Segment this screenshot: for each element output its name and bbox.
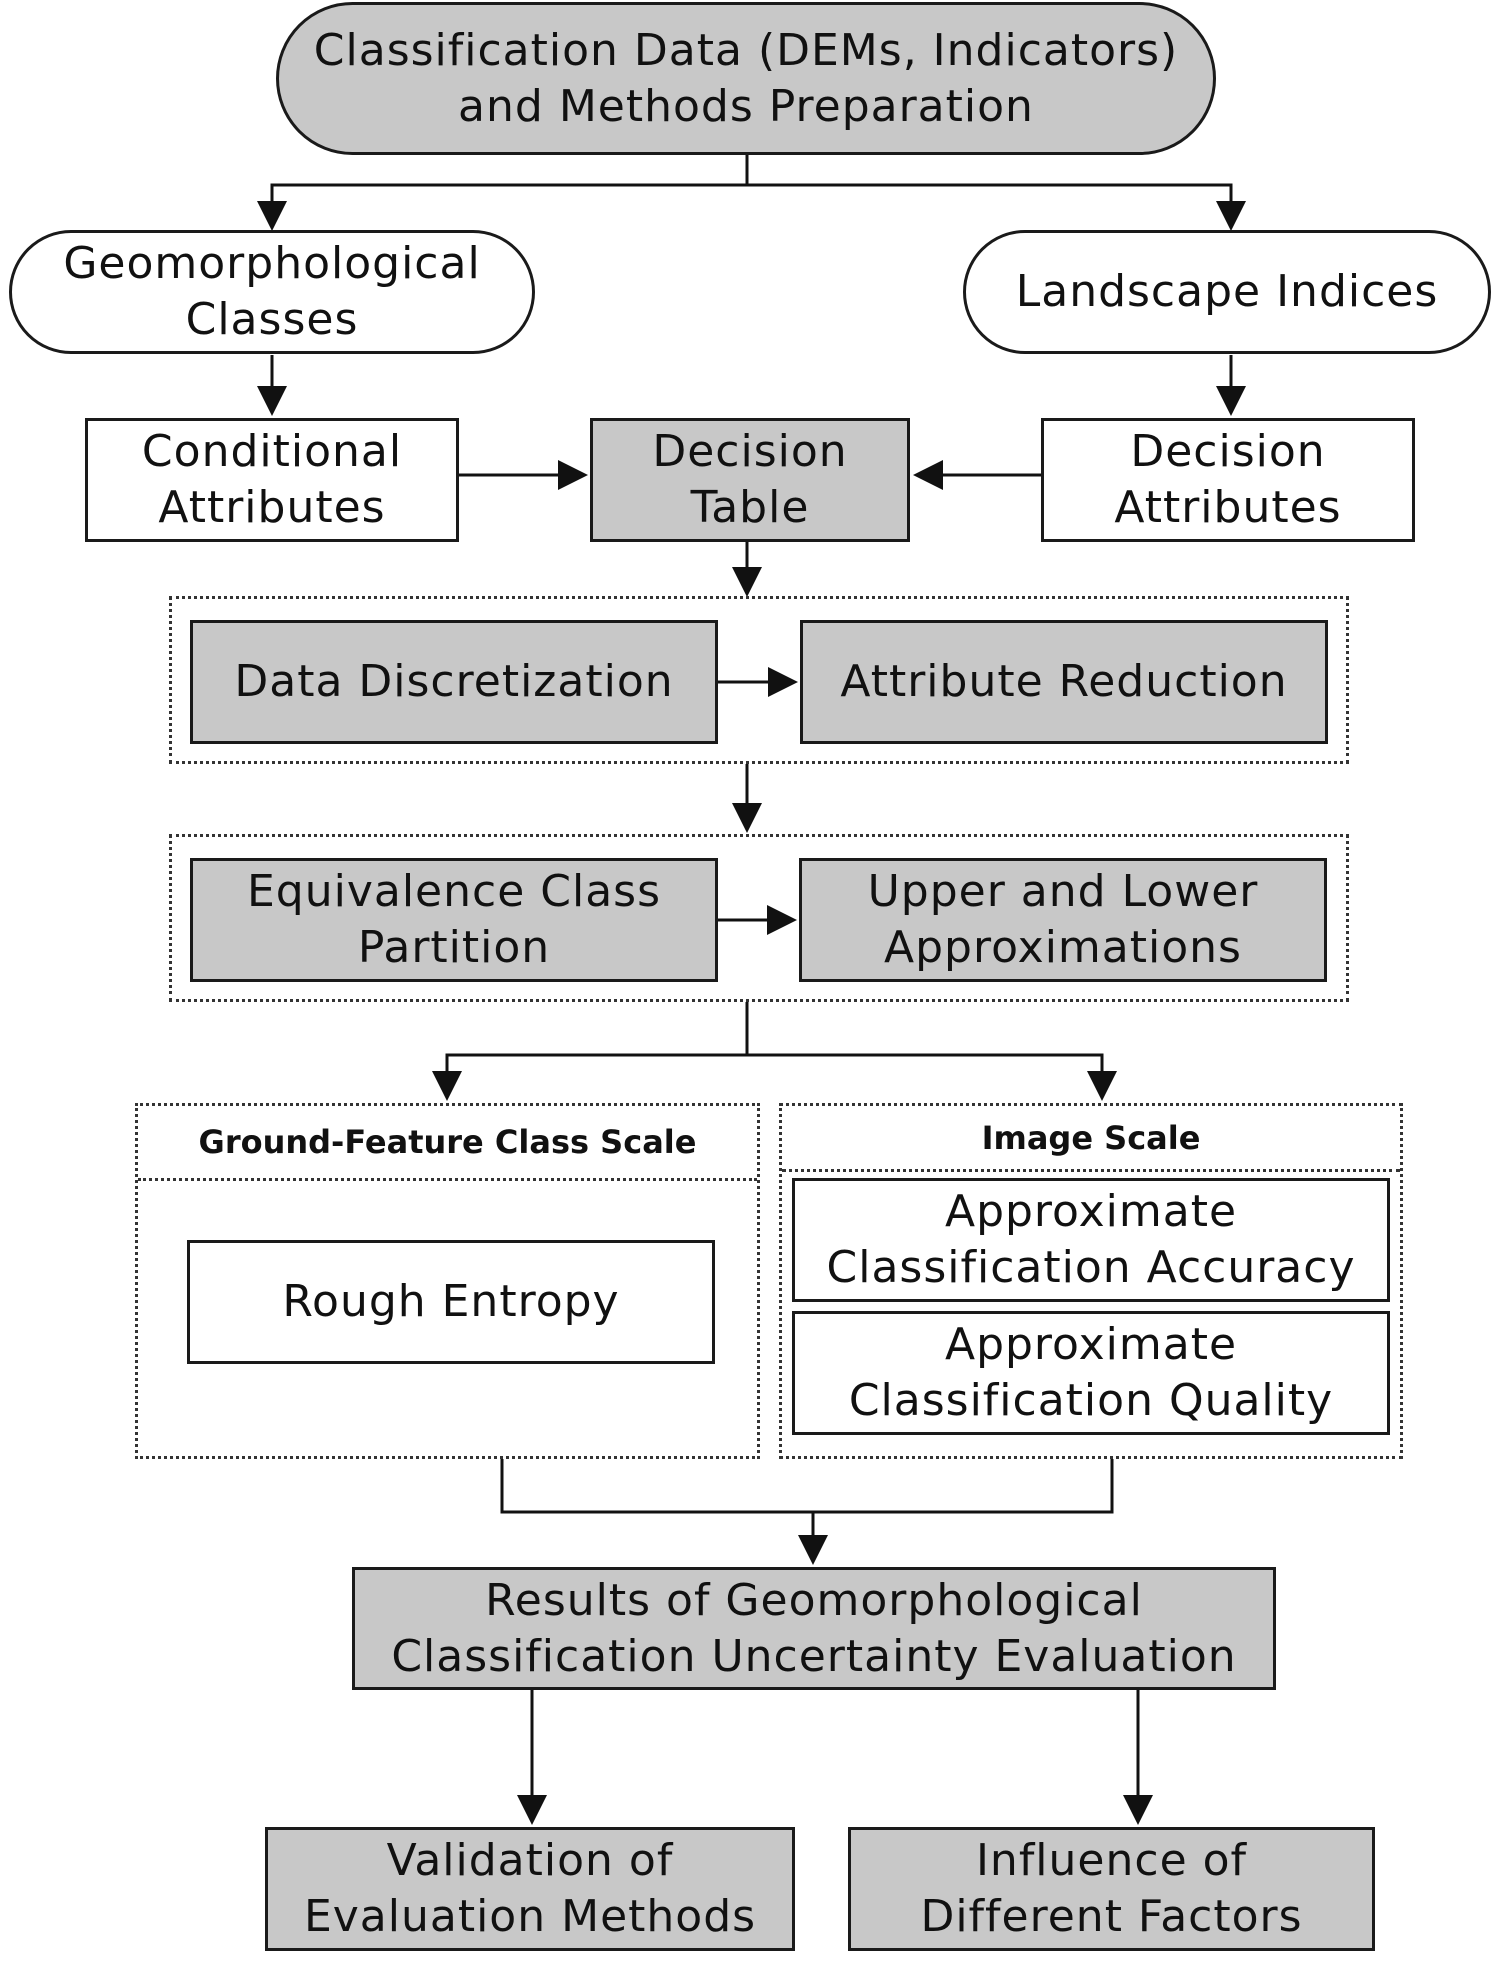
node-text-line: Equivalence Class xyxy=(246,866,662,917)
node-text-line: Classification Accuracy xyxy=(826,1242,1356,1293)
node-text-line: Landscape Indices xyxy=(1015,266,1439,317)
node-text-line: Classification Quality xyxy=(848,1375,1334,1426)
node-text-line: Approximate xyxy=(944,1319,1238,1370)
group-image-scale: Image Scale xyxy=(779,1103,1403,1459)
node-decision-attributes: Decision Attributes xyxy=(1041,418,1415,542)
node-text-line: Attribute Reduction xyxy=(840,656,1288,707)
node-results-evaluation: Results of Geomorphological Classificati… xyxy=(352,1567,1276,1690)
node-equivalence-class-partition: Equivalence Class Partition xyxy=(190,858,718,982)
node-text-line: and Methods Preparation xyxy=(458,80,1034,132)
node-text-line: Validation of xyxy=(386,1835,674,1886)
node-text-line: Influence of xyxy=(975,1835,1248,1886)
node-text-line: Classification Data (DEMs, Indicators) xyxy=(313,24,1179,76)
node-attribute-reduction: Attribute Reduction xyxy=(800,620,1328,744)
node-text-line: Results of Geomorphological xyxy=(485,1574,1143,1626)
node-data-discretization: Data Discretization xyxy=(190,620,718,744)
node-text-line: Classification Uncertainty Evaluation xyxy=(391,1630,1237,1682)
node-upper-lower-approximations: Upper and Lower Approximations xyxy=(799,858,1327,982)
node-text-line: Data Discretization xyxy=(234,656,674,707)
node-text-line: Rough Entropy xyxy=(282,1276,620,1327)
node-text-line: Approximations xyxy=(884,922,1242,973)
node-text-line: Classes xyxy=(185,294,359,345)
node-validation-evaluation-methods: Validation of Evaluation Methods xyxy=(265,1827,795,1951)
node-text-line: Conditional xyxy=(141,426,403,477)
group-discretization-reduction xyxy=(169,596,1349,764)
node-text-line: Evaluation Methods xyxy=(303,1891,757,1942)
node-approximate-classification-quality: Approximate Classification Quality xyxy=(792,1311,1390,1435)
node-landscape-indices: Landscape Indices xyxy=(963,230,1491,354)
node-conditional-attributes: Conditional Attributes xyxy=(85,418,459,542)
node-text-line: Approximate xyxy=(944,1186,1238,1237)
group-ground-feature-scale: Ground-Feature Class Scale xyxy=(135,1103,760,1459)
node-text-line: Decision xyxy=(1130,426,1326,477)
node-geomorphological-classes: Geomorphological Classes xyxy=(9,230,535,354)
node-classification-data: Classification Data (DEMs, Indicators) a… xyxy=(276,2,1216,155)
node-text-line: Different Factors xyxy=(920,1891,1303,1942)
node-text-line: Partition xyxy=(357,922,551,973)
node-text-line: Upper and Lower xyxy=(867,866,1259,917)
node-decision-table: Decision Table xyxy=(590,418,910,542)
group-equivalence-approximations xyxy=(169,834,1349,1002)
node-text-line: Table xyxy=(690,482,810,533)
connector-scales-merge xyxy=(500,1459,1114,1514)
node-influence-different-factors: Influence of Different Factors xyxy=(848,1827,1375,1951)
node-rough-entropy: Rough Entropy xyxy=(187,1240,715,1364)
ground-scale-title: Ground-Feature Class Scale xyxy=(138,1106,757,1181)
node-approximate-classification-accuracy: Approximate Classification Accuracy xyxy=(792,1178,1390,1302)
connector-top-split xyxy=(257,155,749,231)
node-text-line: Geomorphological xyxy=(63,238,481,289)
connector-group2-split xyxy=(432,1002,749,1101)
node-text-line: Decision xyxy=(652,426,848,477)
connector-split-right xyxy=(747,1053,1117,1101)
node-text-line: Attributes xyxy=(158,482,386,533)
connector-top-right xyxy=(747,183,1246,231)
image-scale-title: Image Scale xyxy=(782,1106,1400,1172)
node-text-line: Attributes xyxy=(1114,482,1342,533)
